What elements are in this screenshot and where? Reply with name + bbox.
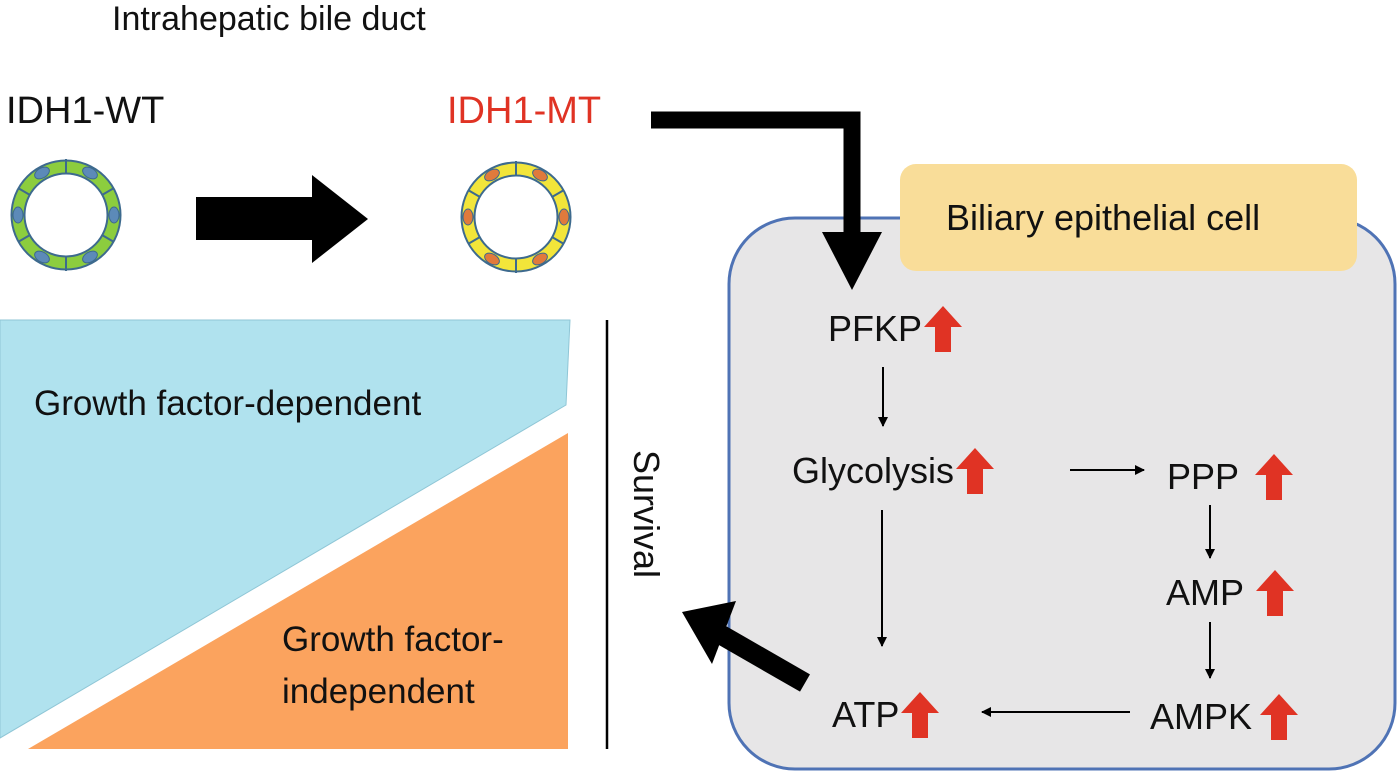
wt-duct-icon bbox=[10, 159, 122, 271]
node-amp-label: AMP bbox=[1166, 572, 1245, 613]
up-arrow-icon bbox=[956, 448, 995, 494]
atp-to-survival-arrow bbox=[682, 601, 810, 692]
node-ppp-label: PPP bbox=[1167, 456, 1240, 497]
up-arrow-icon bbox=[901, 692, 940, 738]
node-ampk-label: AMPK bbox=[1150, 696, 1253, 737]
mt-to-pfkp-arrow bbox=[651, 111, 882, 290]
node-glycolysis: Glycolysis bbox=[792, 448, 995, 494]
node-amp: AMP bbox=[1166, 570, 1295, 616]
wt-label: IDH1-WT bbox=[6, 90, 165, 132]
node-atp-label: ATP bbox=[832, 694, 900, 735]
node-glycolysis-label: Glycolysis bbox=[792, 450, 955, 491]
node-pfkp-label: PFKP bbox=[828, 308, 923, 349]
cell-label-box bbox=[900, 164, 1357, 271]
dependent-label: Growth factor-dependent bbox=[34, 384, 422, 423]
node-atp: ATP bbox=[832, 692, 940, 738]
mt-duct-icon bbox=[460, 161, 572, 273]
independent-label-line2: independent bbox=[282, 672, 475, 711]
mt-label: IDH1-MT bbox=[447, 90, 602, 132]
diagram-title: Intrahepatic bile duct bbox=[112, 0, 426, 38]
dependent-region bbox=[0, 319, 571, 739]
node-ampk: AMPK bbox=[1150, 694, 1299, 740]
node-ppp: PPP bbox=[1167, 454, 1294, 500]
independent-region bbox=[28, 433, 568, 749]
up-arrow-icon bbox=[1260, 694, 1299, 740]
up-arrow-icon bbox=[924, 306, 963, 352]
up-arrow-icon bbox=[1256, 570, 1295, 616]
survival-label: Survival bbox=[626, 450, 667, 579]
node-pfkp: PFKP bbox=[828, 306, 963, 352]
progression-arrow bbox=[196, 175, 368, 263]
independent-label-line1: Growth factor- bbox=[282, 620, 504, 659]
up-arrow-icon bbox=[1255, 454, 1294, 500]
cell-label: Biliary epithelial cell bbox=[946, 197, 1261, 238]
